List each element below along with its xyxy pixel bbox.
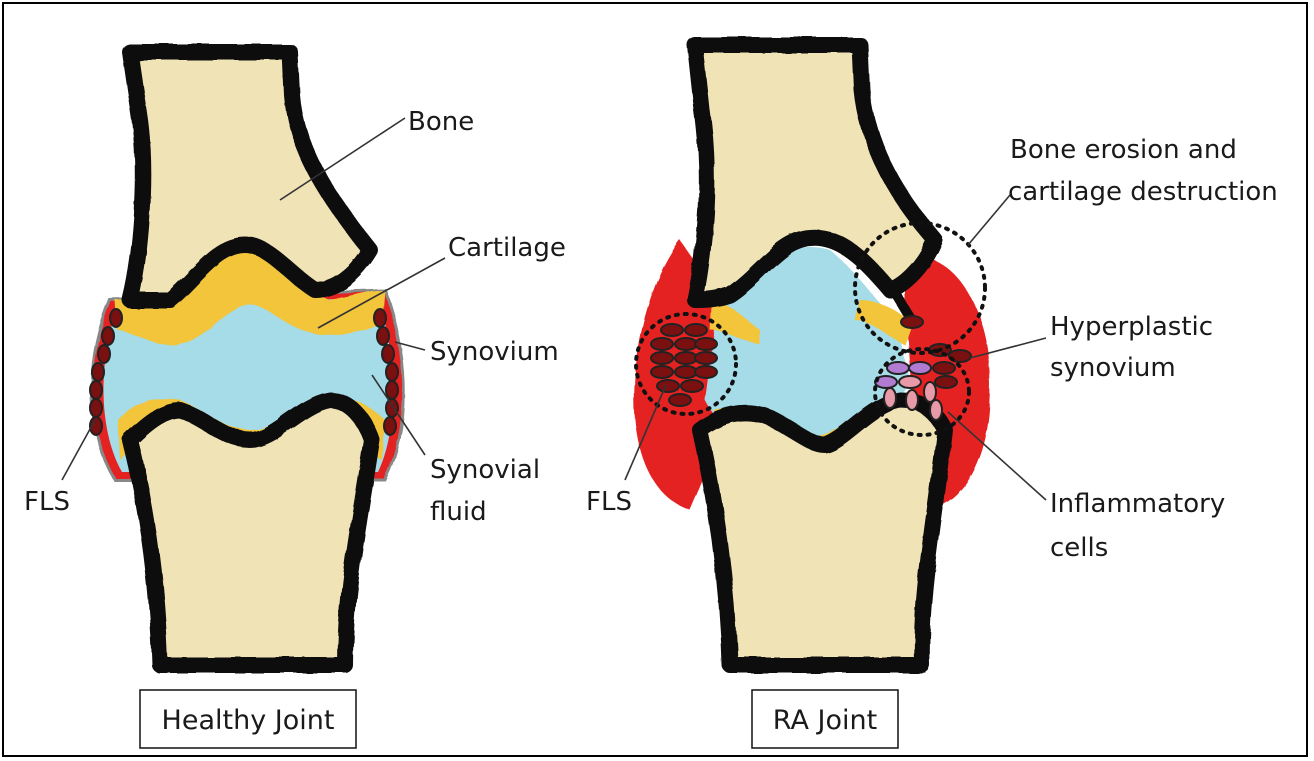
bone-label: Bone (408, 107, 474, 137)
ra-joint: Bone erosion and cartilage destruction H… (586, 45, 1278, 748)
erosion-label-2: cartilage destruction (1008, 177, 1278, 207)
healthy-lower-bone (130, 400, 372, 665)
hyperplastic-label-1: Hyperplastic (1050, 312, 1213, 342)
synovial-fluid-label-2: fluid (430, 497, 487, 527)
hyperplastic-label-2: synovium (1050, 353, 1176, 383)
cartilage-label: Cartilage (448, 233, 566, 263)
ra-lower-bone (700, 400, 945, 665)
ra-fls-label: FLS (586, 487, 632, 517)
erosion-leader (968, 195, 1010, 245)
inflammatory-label-2: cells (1050, 533, 1108, 563)
healthy-fls-label: FLS (24, 487, 70, 517)
healthy-joint: Bone Cartilage Synovium Synovial fluid F… (24, 52, 566, 748)
healthy-fls-leader (62, 420, 95, 480)
healthy-caption: Healthy Joint (162, 705, 335, 736)
synovium-label: Synovium (430, 337, 559, 367)
synovial-fluid-label-1: Synovial (430, 455, 540, 485)
ra-caption: RA Joint (773, 705, 877, 736)
erosion-label-1: Bone erosion and (1010, 135, 1237, 165)
inflammatory-label-1: Inflammatory (1050, 489, 1225, 519)
